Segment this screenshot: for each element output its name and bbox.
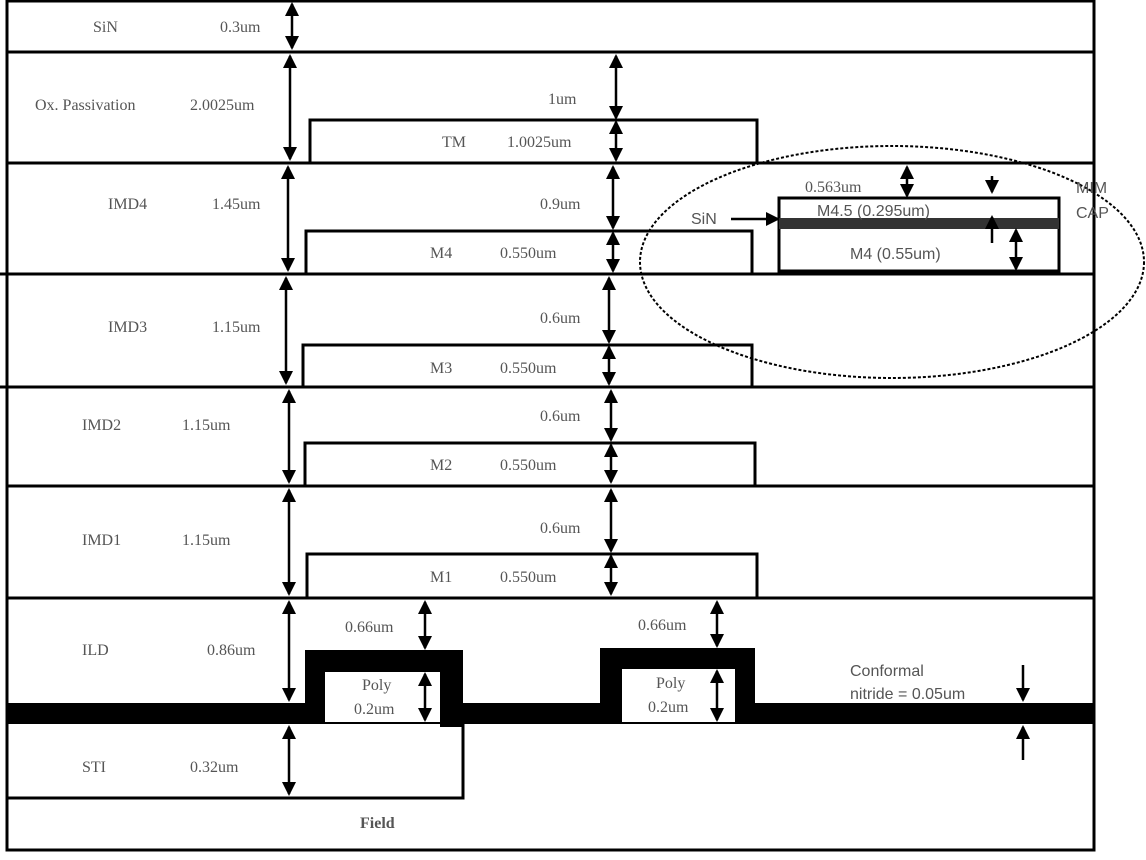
metal-thickness-m2: 0.550um (500, 457, 557, 474)
layer-name-imd4: IMD4 (108, 196, 147, 213)
metal-name-m1: M1 (430, 569, 452, 586)
gap-m4: 0.9um (540, 196, 581, 213)
layer-boundaries (0, 50, 1094, 600)
mim-title-line2: CAP (1076, 205, 1109, 222)
mim-m4-label: M4 (0.55um) (850, 246, 941, 263)
metal-m3 (301, 343, 754, 389)
metal-thickness-m3: 0.550um (500, 360, 557, 377)
metal-m2 (303, 441, 757, 488)
poly-gap-2: 0.66um (638, 617, 687, 634)
metal-thickness-m1: 0.550um (500, 569, 557, 586)
metal-m1 (305, 552, 759, 600)
nitride-label-line1: Conformal (850, 663, 924, 680)
sti-region (7, 720, 465, 800)
mim-title-line1: MIM (1076, 180, 1107, 197)
metal-tm (308, 118, 759, 165)
layer-thickness-imd4: 1.45um (212, 196, 261, 213)
layer-name-imd2: IMD2 (82, 417, 121, 434)
layer-name-ild: ILD (82, 642, 109, 659)
layer-thickness-imd2: 1.15um (182, 417, 231, 434)
metal-name-m3: M3 (430, 360, 452, 377)
layer-thickness-ox: 2.0025um (190, 97, 255, 114)
layer-thickness-sti: 0.32um (190, 759, 239, 776)
layer-name-sti: STI (82, 759, 106, 776)
metal-name-m4: M4 (430, 245, 452, 262)
poly-label-1: Poly (362, 677, 391, 694)
layer-name-ox: Ox. Passivation (35, 97, 135, 114)
metal-thickness-tm: 1.0025um (507, 134, 572, 151)
mim-m45-label: M4.5 (0.295um) (817, 203, 930, 220)
layer-thickness-ild: 0.86um (207, 642, 256, 659)
mim-cap (639, 145, 1145, 379)
gap-m1: 0.6um (540, 520, 581, 537)
mim-top-gap: 0.563um (805, 179, 862, 196)
outer-frame (5, 0, 1096, 852)
gap-m2: 0.6um (540, 408, 581, 425)
poly-thickness-1: 0.2um (354, 701, 395, 718)
nitride-label-line2: nitride = 0.05um (850, 686, 965, 703)
conformal-nitride (7, 648, 1093, 727)
mim-sin-label: SiN (691, 211, 717, 228)
dimension-arrows (279, 1, 1030, 796)
layer-thickness-sin: 0.3um (220, 19, 261, 36)
metal-m4 (304, 229, 754, 276)
poly-label-2: Poly (656, 675, 685, 692)
layer-thickness-imd1: 1.15um (182, 532, 231, 549)
layer-thickness-imd3: 1.15um (212, 319, 261, 336)
gap-m3: 0.6um (540, 310, 581, 327)
layer-name-sin: SiN (93, 19, 118, 36)
metal-name-tm: TM (442, 134, 466, 151)
layer-name-imd1: IMD1 (82, 532, 121, 549)
layer-name-imd3: IMD3 (108, 319, 147, 336)
gap-tm: 1um (548, 91, 577, 108)
metal-name-m2: M2 (430, 457, 452, 474)
metal-thickness-m4: 0.550um (500, 245, 557, 262)
poly-thickness-2: 0.2um (648, 699, 689, 716)
field-label: Field (360, 815, 395, 832)
poly-gap-1: 0.66um (345, 619, 394, 636)
